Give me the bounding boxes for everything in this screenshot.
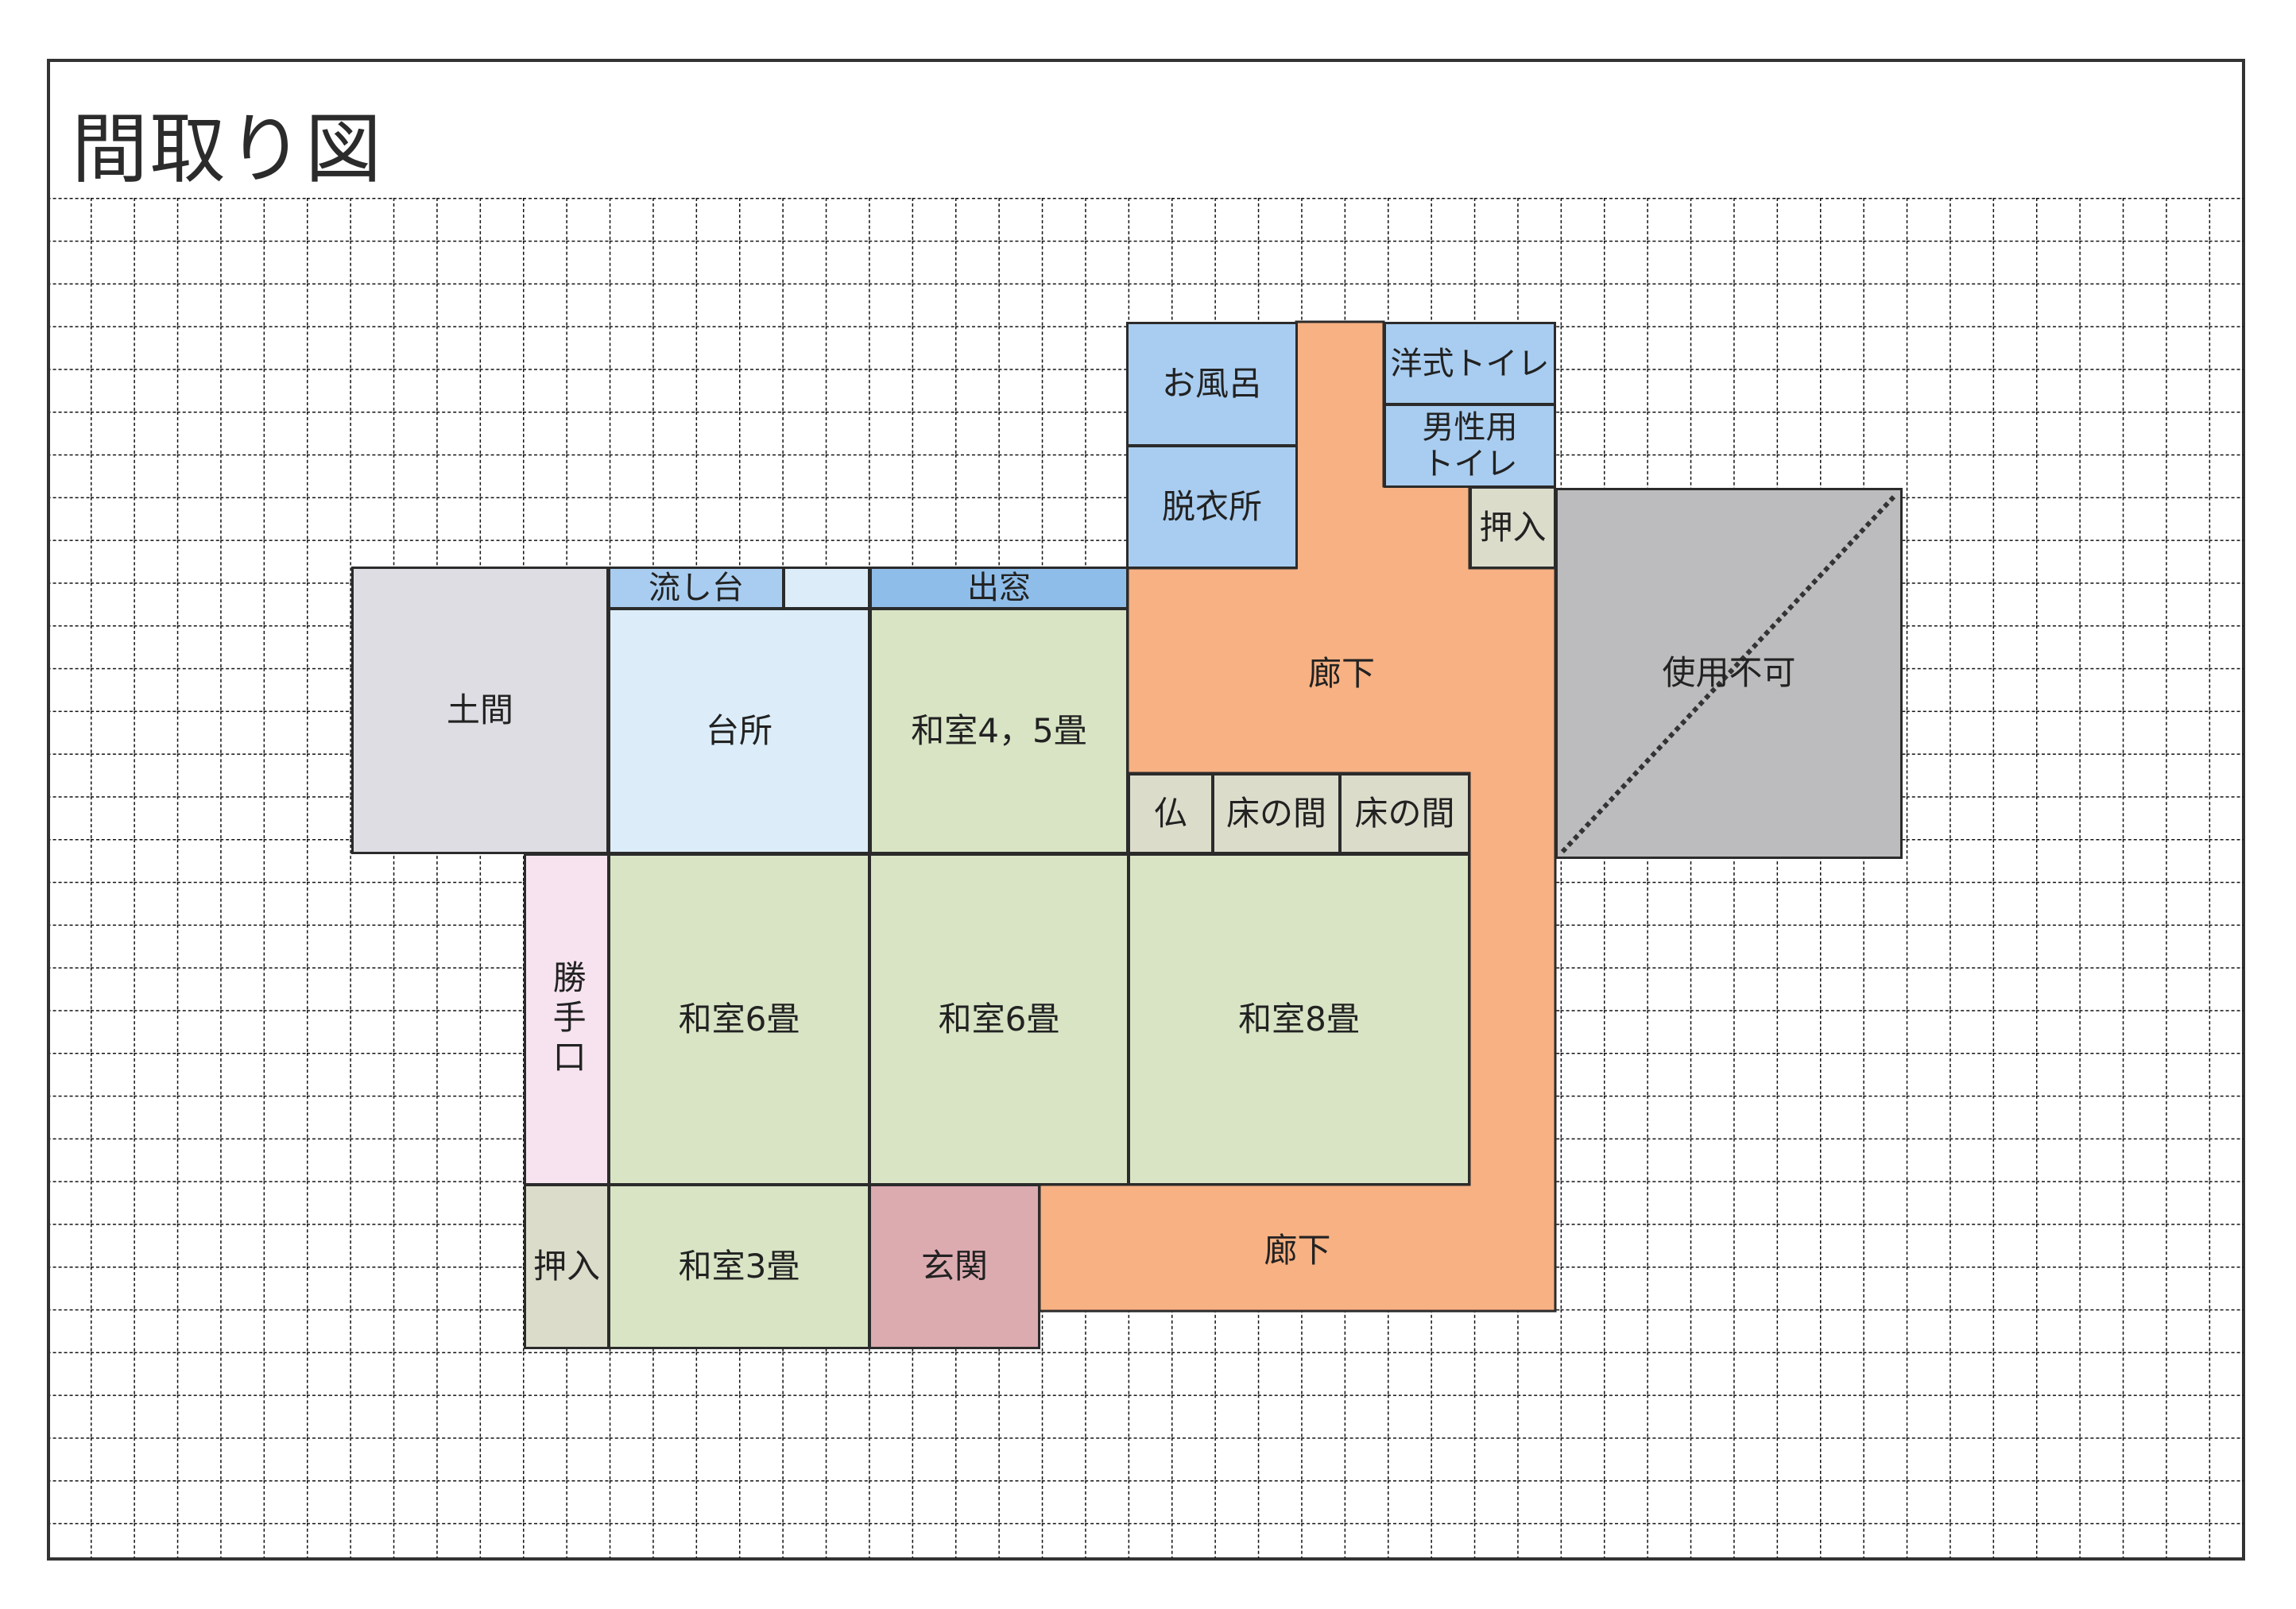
room-unusable: 使用不可 [1555, 488, 1903, 859]
room-label: 和室4，5畳 [911, 710, 1087, 750]
room-label: 押入 [532, 1246, 600, 1286]
room-label: 脱衣所 [1161, 486, 1262, 526]
room-washitsu-3[interactable]: 和室3畳 [608, 1184, 870, 1349]
room-label: 床の間 [1354, 793, 1455, 833]
room-kitchen[interactable]: 台所 [608, 608, 870, 854]
room-label: 男性用 トイレ [1422, 409, 1518, 482]
room-washitsu-4-5[interactable]: 和室4，5畳 [869, 608, 1129, 854]
room-label: 勝手口 [548, 960, 587, 1079]
room-western-toilet[interactable]: 洋式トイレ [1384, 322, 1556, 405]
room-label: 押入 [1479, 507, 1547, 547]
corridor-upper-label[interactable]: 廊下 [1128, 568, 1555, 773]
room-label: 和室8畳 [1238, 999, 1360, 1039]
room-label: 和室3畳 [678, 1246, 800, 1286]
room-doma[interactable]: 土間 [351, 567, 609, 854]
room-label: 洋式トイレ [1390, 345, 1550, 382]
room-service-entrance[interactable]: 勝手口 [524, 853, 610, 1185]
room-label: 土間 [446, 690, 513, 729]
diagonal-dotted-line [1560, 493, 1898, 854]
room-label: 仏 [1153, 793, 1187, 833]
room-closet-upper[interactable]: 押入 [1469, 486, 1556, 569]
room-label: お風呂 [1161, 364, 1262, 404]
room-label: 使用不可 [1662, 653, 1796, 693]
room-sink-spare [783, 567, 870, 609]
room-bath[interactable]: お風呂 [1126, 322, 1298, 447]
room-label: 和室6畳 [678, 999, 800, 1039]
room-label: 台所 [705, 710, 772, 750]
room-label: 玄関 [920, 1246, 988, 1286]
room-label: 床の間 [1225, 793, 1326, 833]
room-label: 廊下 [1264, 1231, 1331, 1270]
room-tokonoma-1[interactable]: 床の間 [1212, 773, 1341, 854]
room-washitsu-6-b[interactable]: 和室6畳 [869, 853, 1129, 1185]
room-label: 流し台 [649, 570, 744, 606]
room-butsudan[interactable]: 仏 [1128, 773, 1214, 854]
room-male-toilet[interactable]: 男性用 トイレ [1384, 404, 1556, 488]
room-washitsu-6-a[interactable]: 和室6畳 [608, 853, 870, 1185]
room-closet-lower[interactable]: 押入 [524, 1184, 610, 1349]
room-label: 出窓 [967, 570, 1031, 606]
room-washitsu-8[interactable]: 和室8畳 [1128, 853, 1470, 1185]
room-label: 廊下 [1307, 653, 1375, 693]
page-title: 間取り図 [72, 105, 383, 194]
room-label: 和室6畳 [938, 999, 1060, 1039]
room-bay-window[interactable]: 出窓 [869, 567, 1129, 609]
corridor-lower-label[interactable]: 廊下 [1040, 1185, 1555, 1311]
room-sink[interactable]: 流し台 [608, 567, 784, 609]
room-tokonoma-2[interactable]: 床の間 [1339, 773, 1470, 854]
room-dressing[interactable]: 脱衣所 [1126, 445, 1298, 569]
room-entrance[interactable]: 玄関 [869, 1184, 1040, 1349]
